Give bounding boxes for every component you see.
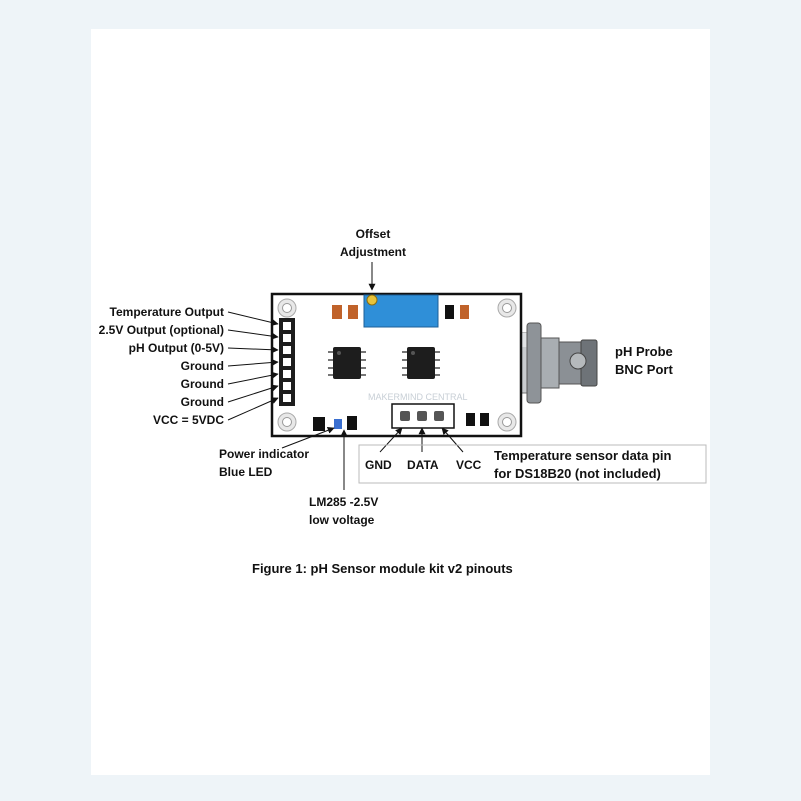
potentiometer	[363, 294, 439, 328]
pin-label-ground-2: Ground	[180, 377, 224, 391]
pin-arrow-vcc	[227, 397, 279, 421]
pin-label-ph: pH Output (0-5V)	[128, 341, 224, 355]
offset-label: Offset Adjustment	[340, 227, 406, 259]
power-led	[334, 419, 342, 429]
pin-arrow-temperature	[227, 311, 279, 326]
figure-caption: Figure 1: pH Sensor module kit v2 pinout…	[252, 561, 513, 576]
pcb-board: MAKERMIND CENTRAL	[270, 292, 523, 438]
pin-label-2v5: 2.5V Output (optional)	[98, 323, 224, 337]
temp-sensor-socket	[391, 403, 455, 429]
pin-arrow-ground-1	[227, 359, 279, 367]
bnc-port-label: pH Probe BNC Port	[615, 344, 673, 377]
resistor	[332, 305, 342, 319]
mounting-hole-tl	[277, 298, 297, 318]
data-label: DATA	[407, 458, 439, 472]
opamp-chip-right	[402, 347, 440, 379]
pin-label-ground-1: Ground	[180, 359, 224, 373]
power-led-arrow	[281, 426, 335, 449]
pin-arrow-ground-2	[227, 371, 279, 385]
power-indicator-label: Power indicator Blue LED	[219, 447, 310, 479]
temp-sensor-label: Temperature sensor data pin for DS18B20 …	[494, 448, 672, 481]
vcc-arrow	[441, 427, 464, 453]
smd-component	[466, 413, 475, 426]
lm285-label: LM285 -2.5V low voltage	[309, 495, 379, 527]
temp-sensor-label-box	[358, 444, 707, 484]
pin-arrow-ph	[227, 346, 279, 354]
pin-label-vcc: VCC = 5VDC	[152, 413, 224, 427]
pin-arrows	[227, 311, 279, 421]
gnd-arrow	[379, 427, 403, 453]
pin-arrow-ground-3	[227, 384, 279, 403]
pin-label-ground-3: Ground	[180, 395, 224, 409]
lm285-chip	[313, 417, 325, 431]
pin-arrow-2v5	[227, 329, 279, 340]
mounting-hole-br	[497, 412, 517, 432]
pin-header	[279, 318, 295, 406]
pin-label-temperature: Temperature Output	[109, 305, 224, 319]
gnd-label: GND	[365, 458, 392, 472]
capacitor	[445, 305, 454, 319]
mounting-hole-tr	[497, 298, 517, 318]
watermark-logo: MAKERMIND CENTRAL	[368, 392, 468, 402]
vcc-label: VCC	[456, 458, 482, 472]
capacitor	[460, 305, 469, 319]
opamp-chip-left	[328, 347, 366, 379]
smd-component	[347, 416, 357, 430]
smd-component	[480, 413, 489, 426]
resistor	[348, 305, 358, 319]
mounting-hole-bl	[277, 412, 297, 432]
